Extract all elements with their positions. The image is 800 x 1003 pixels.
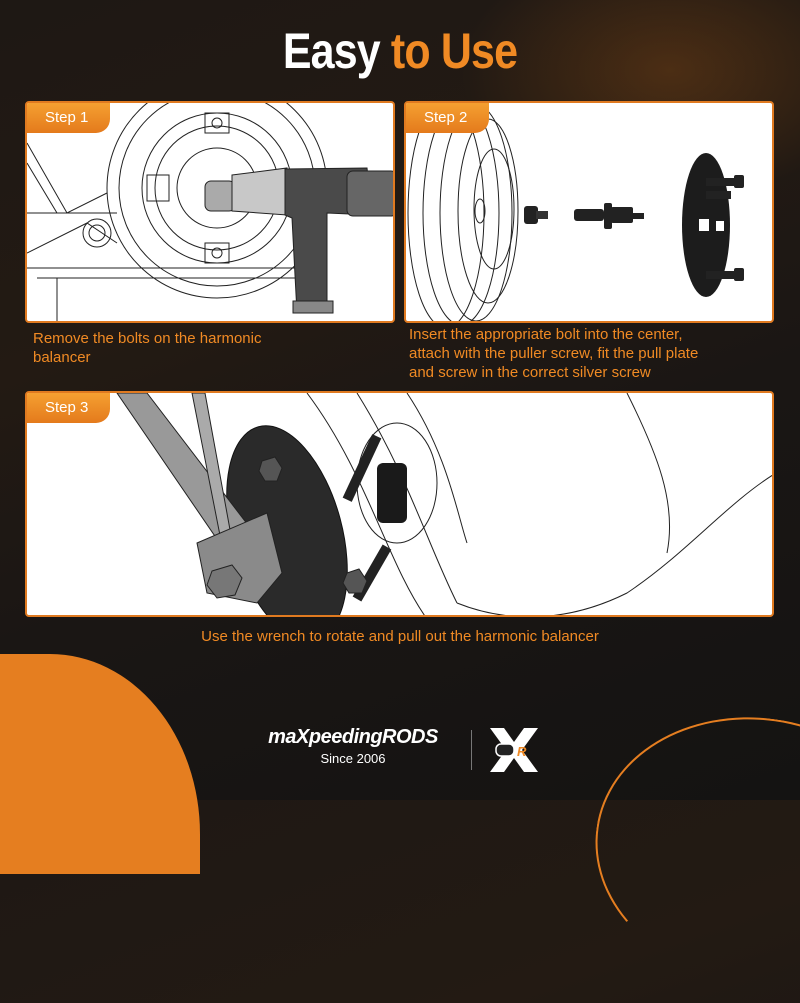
brand-name: maXpeedingRODS: [268, 726, 438, 748]
step-2-caption-line-3: and screw in the correct silver screw: [409, 364, 651, 381]
step-1-panel: Step 1: [25, 101, 395, 323]
step-3-panel: Step 3: [25, 391, 774, 617]
wrench-puller-illustration: [116, 393, 772, 615]
step-1-caption-line-2: balancer: [33, 349, 91, 366]
decorative-orange-arc: [578, 696, 800, 1003]
step-2-panel: Step 2: [404, 101, 774, 323]
puller-parts-illustration: [407, 103, 744, 321]
svg-text:R: R: [517, 744, 527, 759]
or-badge-icon: R: [490, 728, 538, 772]
step-1-tag: Step 1: [27, 103, 111, 133]
step-2-caption: Insert the appropriate bolt into the cen…: [409, 325, 789, 382]
step-1-caption: Remove the bolts on the harmonic balance…: [33, 329, 393, 367]
impact-wrench-illustration: [27, 103, 393, 321]
step-2-caption-line-1: Insert the appropriate bolt into the cen…: [409, 326, 683, 343]
logo-divider: [471, 730, 472, 770]
step-3-tag: Step 3: [27, 393, 111, 423]
step-2-tag: Step 2: [406, 103, 490, 133]
step-2-caption-line-2: attach with the puller screw, fit the pu…: [409, 345, 699, 362]
step-1-caption-line-1: Remove the bolts on the harmonic: [33, 330, 262, 347]
step-3-caption: Use the wrench to rotate and pull out th…: [201, 628, 599, 645]
brand-logo: maXpeedingRODS Since 2006: [248, 726, 458, 766]
title-part-orange: to Use: [390, 23, 518, 79]
decorative-orange-shape: [0, 654, 200, 874]
page-title: Easy to Use: [56, 22, 744, 80]
title-part-white: Easy: [282, 23, 381, 79]
brand-since: Since 2006: [320, 751, 386, 766]
